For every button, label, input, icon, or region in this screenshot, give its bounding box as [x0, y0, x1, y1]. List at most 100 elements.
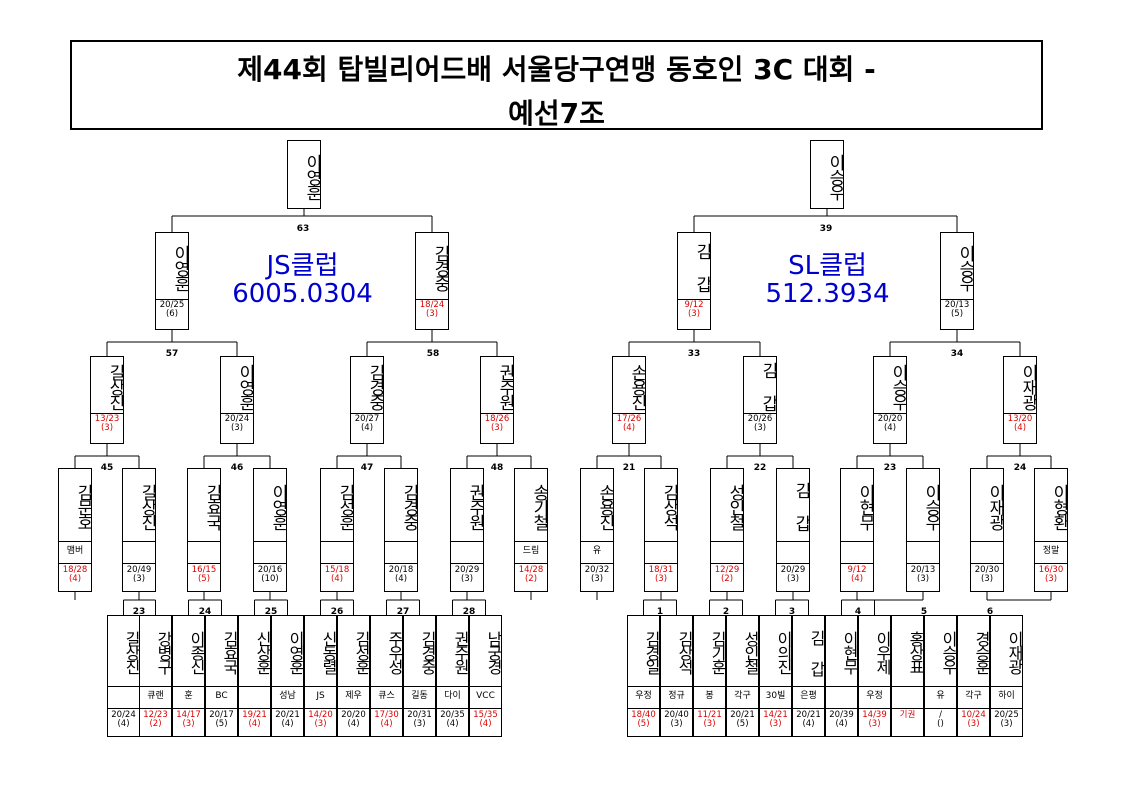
score-points: 13/23 — [94, 414, 120, 424]
score-innings: (5) — [950, 309, 964, 319]
score-innings: (4) — [330, 574, 344, 584]
score-points: 20/17 — [209, 710, 234, 720]
match-number: 46 — [230, 463, 244, 473]
player-score: 18/40(5) — [628, 711, 659, 729]
score-innings: (3) — [132, 574, 146, 584]
score-points: 14/20 — [308, 710, 333, 720]
player-score: 20/35(4) — [437, 711, 468, 729]
player-node: 이영훈 — [287, 140, 321, 209]
player-score: 20/24(4) — [108, 711, 139, 729]
score-innings: (3) — [1044, 574, 1058, 584]
match-number: 6 — [986, 607, 994, 617]
score-points: 20/29 — [454, 565, 480, 575]
score-innings: () — [937, 719, 944, 729]
score-points: 20/49 — [126, 565, 152, 575]
player-name: 신상훈 — [253, 631, 271, 673]
player-node: 이현무 9/12(4) — [840, 468, 874, 592]
player-name: 이승우 — [921, 483, 940, 529]
score-points: 19/21 — [242, 710, 267, 720]
player-node: 이승우 — [810, 140, 844, 209]
page-title: 제44회 탑빌리어드배 서울당구연맹 동호인 3C 대회 - — [237, 53, 876, 86]
player-club: 제우 — [345, 691, 362, 701]
score-innings: (6) — [165, 309, 179, 319]
score-points: 기권 — [899, 710, 916, 720]
score-innings: (10) — [261, 574, 279, 584]
score-innings: (3) — [654, 574, 668, 584]
club-sl-code: 512.3934 — [765, 279, 890, 309]
match-number: 47 — [360, 463, 374, 473]
score-points: 9/12 — [684, 300, 704, 310]
player-club: 하이 — [998, 691, 1015, 701]
player-name: 권주원 — [451, 631, 469, 673]
player-name: 이승우 — [888, 363, 907, 409]
player-score: 15/18(4) — [321, 566, 353, 584]
player-name: 김상석 — [659, 483, 678, 529]
player-club: JS — [316, 691, 325, 701]
score-points: 11/21 — [697, 710, 722, 720]
player-name: 이현무 — [855, 483, 874, 529]
player-name: 김 갑 — [791, 482, 810, 530]
score-points: 18/24 — [419, 300, 445, 310]
player-name: 이영훈 — [268, 483, 287, 529]
match-number: 5 — [920, 607, 928, 617]
player-club: 성남 — [279, 691, 296, 701]
match-number: 34 — [950, 349, 964, 359]
score-points: 9/12 — [847, 565, 867, 575]
player-score: 14/39(3) — [859, 711, 890, 729]
score-points: 12/23 — [143, 710, 168, 720]
score-innings: (4) — [850, 574, 864, 584]
score-innings: (4) — [68, 574, 82, 584]
player-score: 20/20(4) — [874, 415, 906, 433]
club-js-label: JS클럽 6005.0304 — [220, 252, 385, 308]
score-points: 17/26 — [616, 414, 642, 424]
score-points: / — [939, 710, 942, 720]
score-points: 13/20 — [1007, 414, 1033, 424]
player-name: 경승훈 — [972, 631, 990, 673]
score-points: 20/13 — [944, 300, 970, 310]
player-score: 10/24(3) — [958, 711, 989, 729]
score-innings: (3) — [490, 423, 504, 433]
player-club: 다이 — [444, 691, 461, 701]
score-points: 20/26 — [747, 414, 773, 424]
score-innings: (2) — [524, 574, 538, 584]
player-score: 20/26(3) — [744, 415, 776, 433]
score-innings: (3) — [100, 423, 114, 433]
player-score: 20/49(3) — [123, 566, 155, 584]
score-points: 20/21 — [730, 710, 755, 720]
player-name: 권주원 — [465, 483, 484, 529]
player-name: 김경일 — [642, 631, 660, 673]
score-innings: (3) — [967, 719, 980, 729]
score-innings: (3) — [670, 719, 683, 729]
player-name: 김 갑 — [807, 629, 825, 675]
player-club: 우정 — [635, 691, 652, 701]
match-number: 26 — [330, 607, 344, 617]
player-name: 이영훈 — [235, 363, 254, 409]
player-name: 손용진 — [627, 363, 646, 409]
player-score: 20/40(3) — [661, 711, 692, 729]
match-number: 33 — [687, 349, 701, 359]
player-name: 홍상표 — [906, 631, 924, 673]
match-number: 27 — [396, 607, 410, 617]
player-score: 20/32(3) — [581, 566, 613, 584]
player-name: 김경중 — [430, 244, 449, 290]
player-club: 각구 — [965, 691, 982, 701]
club-sl-label: SL클럽 512.3934 — [745, 252, 910, 308]
score-innings: (3) — [1000, 719, 1013, 729]
player-club: 드림 — [522, 546, 540, 556]
score-innings: (3) — [786, 574, 800, 584]
score-points: 15/18 — [324, 565, 350, 575]
score-innings: (3) — [425, 309, 439, 319]
